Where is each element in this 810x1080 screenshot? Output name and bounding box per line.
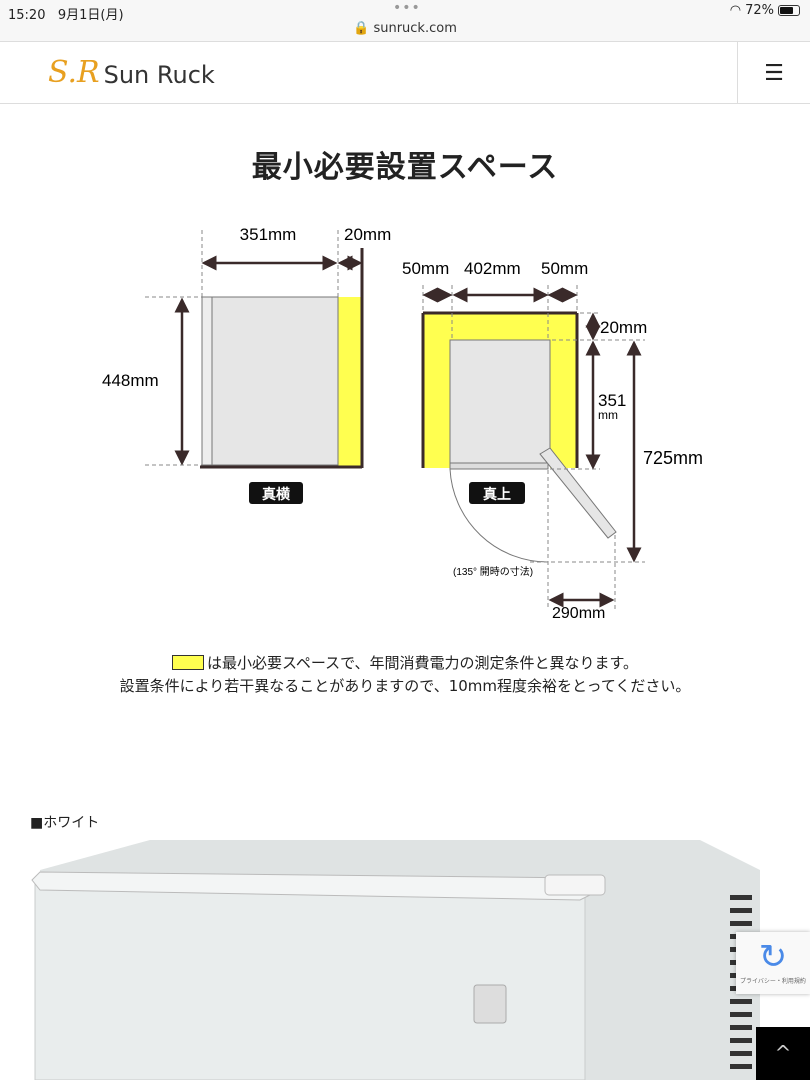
clock: 15:20 9月1日(月) xyxy=(8,8,124,23)
address-bar[interactable]: 🔒 sunruck.com xyxy=(353,21,457,36)
back-to-top-button[interactable]: ^ xyxy=(756,1027,810,1080)
tab-dots[interactable]: ••• xyxy=(393,0,421,16)
side-view xyxy=(145,230,339,466)
battery-percent: 72% xyxy=(745,3,774,18)
side-height-label: 448mm xyxy=(102,371,159,390)
door-open-note: (135° 開時の寸法) xyxy=(453,565,533,578)
status-bar: 15:20 9月1日(月) ••• 🔒 sunruck.com ◠72% xyxy=(0,0,810,42)
top-width-label: 402mm xyxy=(464,259,521,278)
top-depth-unit: mm xyxy=(598,408,618,422)
battery-icon xyxy=(778,5,800,16)
recaptcha-badge[interactable]: ↻ プライバシー・利用規約 xyxy=(736,932,810,994)
top-view-label: 真上 xyxy=(483,486,511,502)
top-right-label: 50mm xyxy=(541,259,588,278)
top-total-label: 725mm xyxy=(643,448,703,468)
page-title: 最小必要設置スペース xyxy=(251,150,559,185)
space-note: は最小必要スペースで、年間消費電力の測定条件と異なります。 設置条件により若干異… xyxy=(119,654,691,695)
top-view xyxy=(421,285,645,610)
recaptcha-icon: ↻ xyxy=(758,937,788,977)
wifi-icon: ◠ xyxy=(729,3,742,18)
side-gap-label: 20mm xyxy=(344,225,391,244)
door-width-label: 290mm xyxy=(552,605,605,622)
yellow-swatch xyxy=(171,655,204,670)
installation-space-diagram: 351mm 20mm 448mm 真横 50mm 402mm 50mm 20mm… xyxy=(102,225,703,622)
hamburger-icon[interactable]: ☰ xyxy=(737,42,810,104)
top-back-label: 20mm xyxy=(600,318,647,337)
side-width-label: 351mm xyxy=(240,225,297,244)
color-label: ■ホワイト xyxy=(30,815,100,831)
top-left-label: 50mm xyxy=(402,259,449,278)
lock-icon: 🔒 xyxy=(353,21,370,36)
top-depth-label: 351 xyxy=(598,391,626,410)
side-view-label: 真横 xyxy=(262,486,291,502)
fridge-photo xyxy=(31,840,760,1080)
